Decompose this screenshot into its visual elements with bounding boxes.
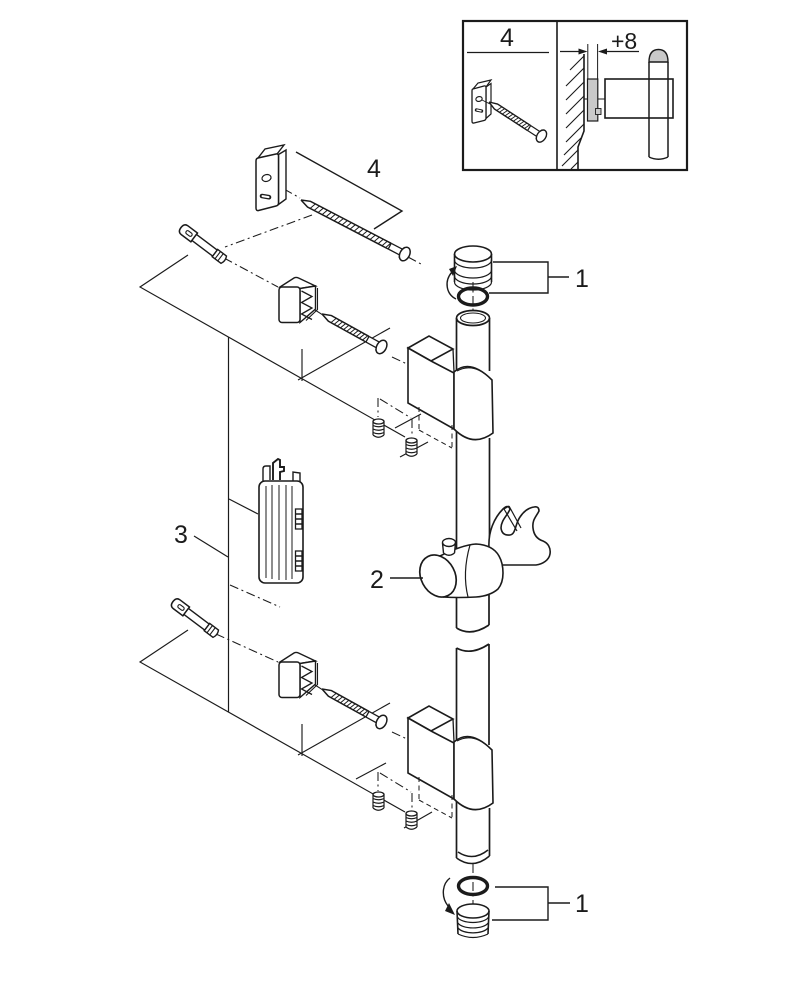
spacer-block (255, 143, 287, 212)
callout-1-top: 1 (575, 265, 589, 293)
top-end-cap-group (446, 245, 569, 307)
callout-3-bracket-line (193, 337, 259, 712)
upper-wall-anchor (176, 222, 229, 266)
lower-wall-bracket (407, 705, 494, 819)
inset-wall-section-view (560, 44, 674, 170)
bottom-end-cap-group (442, 875, 570, 939)
upper-wall-bracket (407, 335, 494, 449)
inset-detail-panel: 4 +8 (461, 19, 689, 172)
top-o-ring (456, 286, 490, 307)
inset-spacer-and-screw (467, 51, 550, 145)
callout-4: 4 (367, 155, 381, 183)
callout-2: 2 (370, 566, 384, 594)
callout-3: 3 (174, 521, 188, 549)
bottom-end-cap (456, 903, 490, 939)
upper-wall-plug (278, 276, 319, 324)
bottom-rotation-arrow (442, 877, 455, 915)
inset-dimension-arrows (560, 48, 639, 55)
cover-profile (258, 457, 304, 584)
lower-wall-anchor (168, 596, 221, 640)
inset-spacer-side-view (586, 78, 599, 122)
inset-rail-side-view (648, 48, 669, 160)
top-end-cap (453, 245, 493, 291)
slider-glide-element (390, 537, 504, 599)
lower-grub-screws (372, 791, 418, 830)
exploded-plane-lines (138, 254, 433, 829)
callout-4-leader (295, 151, 404, 230)
callout-1-top-bracket (489, 261, 569, 294)
top-rotation-arrow (446, 266, 457, 300)
callout-1-bottom: 1 (575, 890, 589, 918)
slider-lock-knob (441, 537, 457, 556)
inset-bracket-side-view (604, 78, 674, 119)
inset-callout-4: 4 (500, 24, 514, 52)
lower-wall-plug (278, 651, 319, 699)
handshower-holder-fork (488, 505, 551, 566)
inset-dimension-label: +8 (611, 28, 637, 54)
upper-grub-screws (372, 418, 418, 457)
shower-rail-tube (455, 309, 491, 865)
bottom-o-ring (456, 875, 490, 897)
callout-1-bottom-bracket (492, 886, 570, 921)
long-mounting-screw (296, 192, 414, 264)
